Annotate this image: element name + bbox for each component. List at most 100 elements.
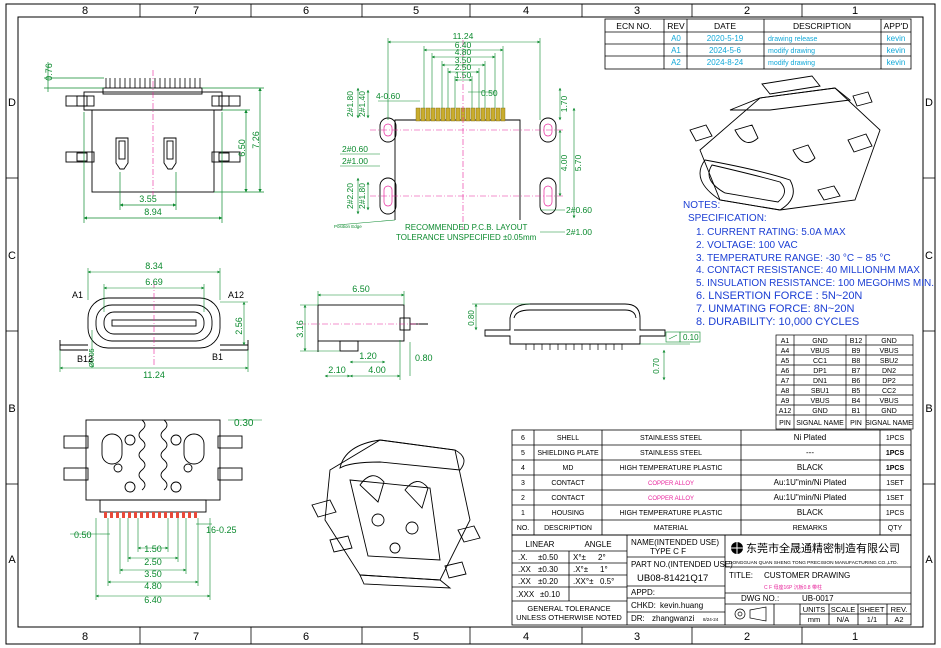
front-dim-outer: 8.34 [145,261,163,271]
rev-header-ecn: ECN NO. [616,21,651,31]
title-block: LINEAR ANGLE .X. ±0.50 X°± 2° .XX ±0.30 … [511,534,912,626]
pcb-layout: 11.24 6.40 4.80 3.50 2.50 1.50 0.50 4-0.… [334,31,592,242]
sig-a9: VBUS [810,398,829,405]
bom-5-qty: 1PCS [886,450,905,457]
row-label-right-d: D [925,97,933,109]
bom-2-qty: 1SET [886,495,904,502]
sig-a5: CC1 [813,358,827,365]
row-label-left-b: B [8,403,15,415]
sheet-frame [5,3,936,645]
pin-footer-2: SIGNAL NAME [796,420,844,427]
rev-a1-date: 2024-5-6 [709,46,742,55]
note-1: 1. CURRENT RATING: 5.0A MAX [696,227,846,238]
col-label-top-4: 4 [523,5,529,17]
pcb-dim-050: 0.50 [481,88,498,98]
bom-3-no: 3 [521,480,525,487]
general-tolerance: GENERAL TOLERANCE [527,604,610,613]
rev-a2-app: kevin [887,58,906,67]
tol-1-ang-v: 2° [598,553,606,562]
dr-date: 8/24-24 [703,617,719,622]
bom-2-rem: Au:1U"min/Ni Plated [774,493,847,502]
bom-6-no: 6 [521,435,525,442]
tol-3-lin-v: ±0.20 [538,577,559,586]
bottom-dim-350: 3.50 [144,569,162,579]
pcb-dim-480: 4.80 [455,47,472,57]
scale-value: N/A [837,615,850,624]
pin-table: A1 GND B12 GND A4 VBUS B9 VBUS A5 CC1 B8… [775,334,914,430]
pin-b1: B1 [852,408,861,415]
sheet-value: 1/1 [867,615,877,624]
notes: NOTES: SPECIFICATION: 1. CURRENT RATING:… [683,200,934,328]
tol-header-linear: LINEAR [526,540,555,549]
col-label-bottom-4: 4 [523,631,529,643]
side-dim-080: 0.80 [415,353,433,363]
note-5: 5. INSULATION RESISTANCE: 100 MEGOHMS MI… [696,278,934,289]
pcb-dim-right-400: 4.00 [559,154,569,171]
bom-header-no: NO. [517,525,530,532]
dr-label: DR: [631,614,645,623]
bom-5-mat: STAINLESS STEEL [640,450,702,457]
iso-view-top [689,75,881,211]
sig-a8: SBU1 [811,388,829,395]
note-2: 2. VOLTAGE: 100 VAC [696,240,798,251]
pin-a4: A4 [781,348,790,355]
pin-label-a12: A12 [228,290,244,300]
row-label-right-a: A [925,554,933,566]
pin-label-b1: B1 [212,352,223,362]
pin-footer-1: PIN [779,420,791,427]
unless-noted: UNLESS OTHERWISE NOTED [516,613,622,622]
note-7: 7. UNMATING FORCE: 8N~20N [696,303,854,315]
note-4: 4. CONTACT RESISTANCE: 40 MILLIONHM MAX [696,265,920,276]
bom-header-desc: DESCRIPTION [544,525,592,532]
bom-5-no: 5 [521,450,525,457]
bom-6-desc: SHELL [557,435,579,442]
title-value: CUSTOMER DRAWING [764,571,850,580]
col-label-top-6: 6 [303,5,309,17]
bom-4-mat: HIGH TEMPERATURE PLASTIC [620,465,723,472]
bottom-dim-640: 6.40 [144,595,162,605]
bom-table: 6 SHELL STAINLESS STEEL Ni Plated 1PCS 5… [511,429,912,536]
side-dim-length: 6.50 [352,284,370,294]
rear-dim-080: 0.80 [467,310,476,326]
front-dim-d005: Ø0.05 [89,348,96,367]
sig-a12: GND [812,408,828,415]
tol-2-lin-k: .XX [518,565,532,574]
rev-a2-rev: A2 [671,58,681,67]
row-label-left-a: A [8,554,16,566]
rev-header-desc: DESCRIPTION [793,21,851,31]
pin-label-a1: A1 [72,290,83,300]
rev-header-date: DATE [714,21,736,31]
sig-b9: VBUS [879,348,898,355]
rev-a0-rev: A0 [671,34,681,43]
pcb-dim-250: 2.50 [455,62,472,72]
side-dim-400: 4.00 [368,365,386,375]
bom-5-rem: --- [806,448,814,457]
bottom-dim-pins: 16-0.25 [206,525,237,535]
rev-a0-app: kevin [887,34,906,43]
pin-a5: A5 [781,358,790,365]
col-label-bottom-3: 3 [634,631,640,643]
rev-a2-desc: modify drawing [768,60,815,67]
name-value: TYPE C F [650,547,686,556]
sig-b1: GND [881,408,897,415]
bom-4-qty: 1PCS [886,465,905,472]
sheet-label: SHEET [859,605,884,614]
partno-label: PART NO.(INTENDED USE) [631,560,733,569]
pcb-layout-title: RECOMMENDED P.C.B. LAYOUT [405,223,528,232]
tol-3-lin-k: .XX [518,577,532,586]
bom-header-rem: REMARKS [793,525,828,532]
bom-2-no: 2 [521,495,525,502]
pin-label-b12: B12 [77,354,93,364]
pin-a1: A1 [781,338,790,345]
col-label-bottom-7: 7 [193,631,199,643]
bom-6-rem: Ni Plated [794,433,826,442]
front-view: 8.34 6.69 11.24 2.56 Ø0.05 A1 A12 B12 B1 [59,261,249,380]
bom-4-no: 4 [521,465,525,472]
note-6: 6. LNSERTION FORCE : 5N~20N [696,290,862,302]
rev-a1-app: kevin [887,46,906,55]
tol-2-ang-k: .X°± [573,565,589,574]
col-label-bottom-1: 1 [852,631,858,643]
units-value: mm [808,615,821,624]
pcb-dim-right-slot-b: 2#1.00 [566,227,592,237]
rev-a1-rev: A1 [671,46,681,55]
